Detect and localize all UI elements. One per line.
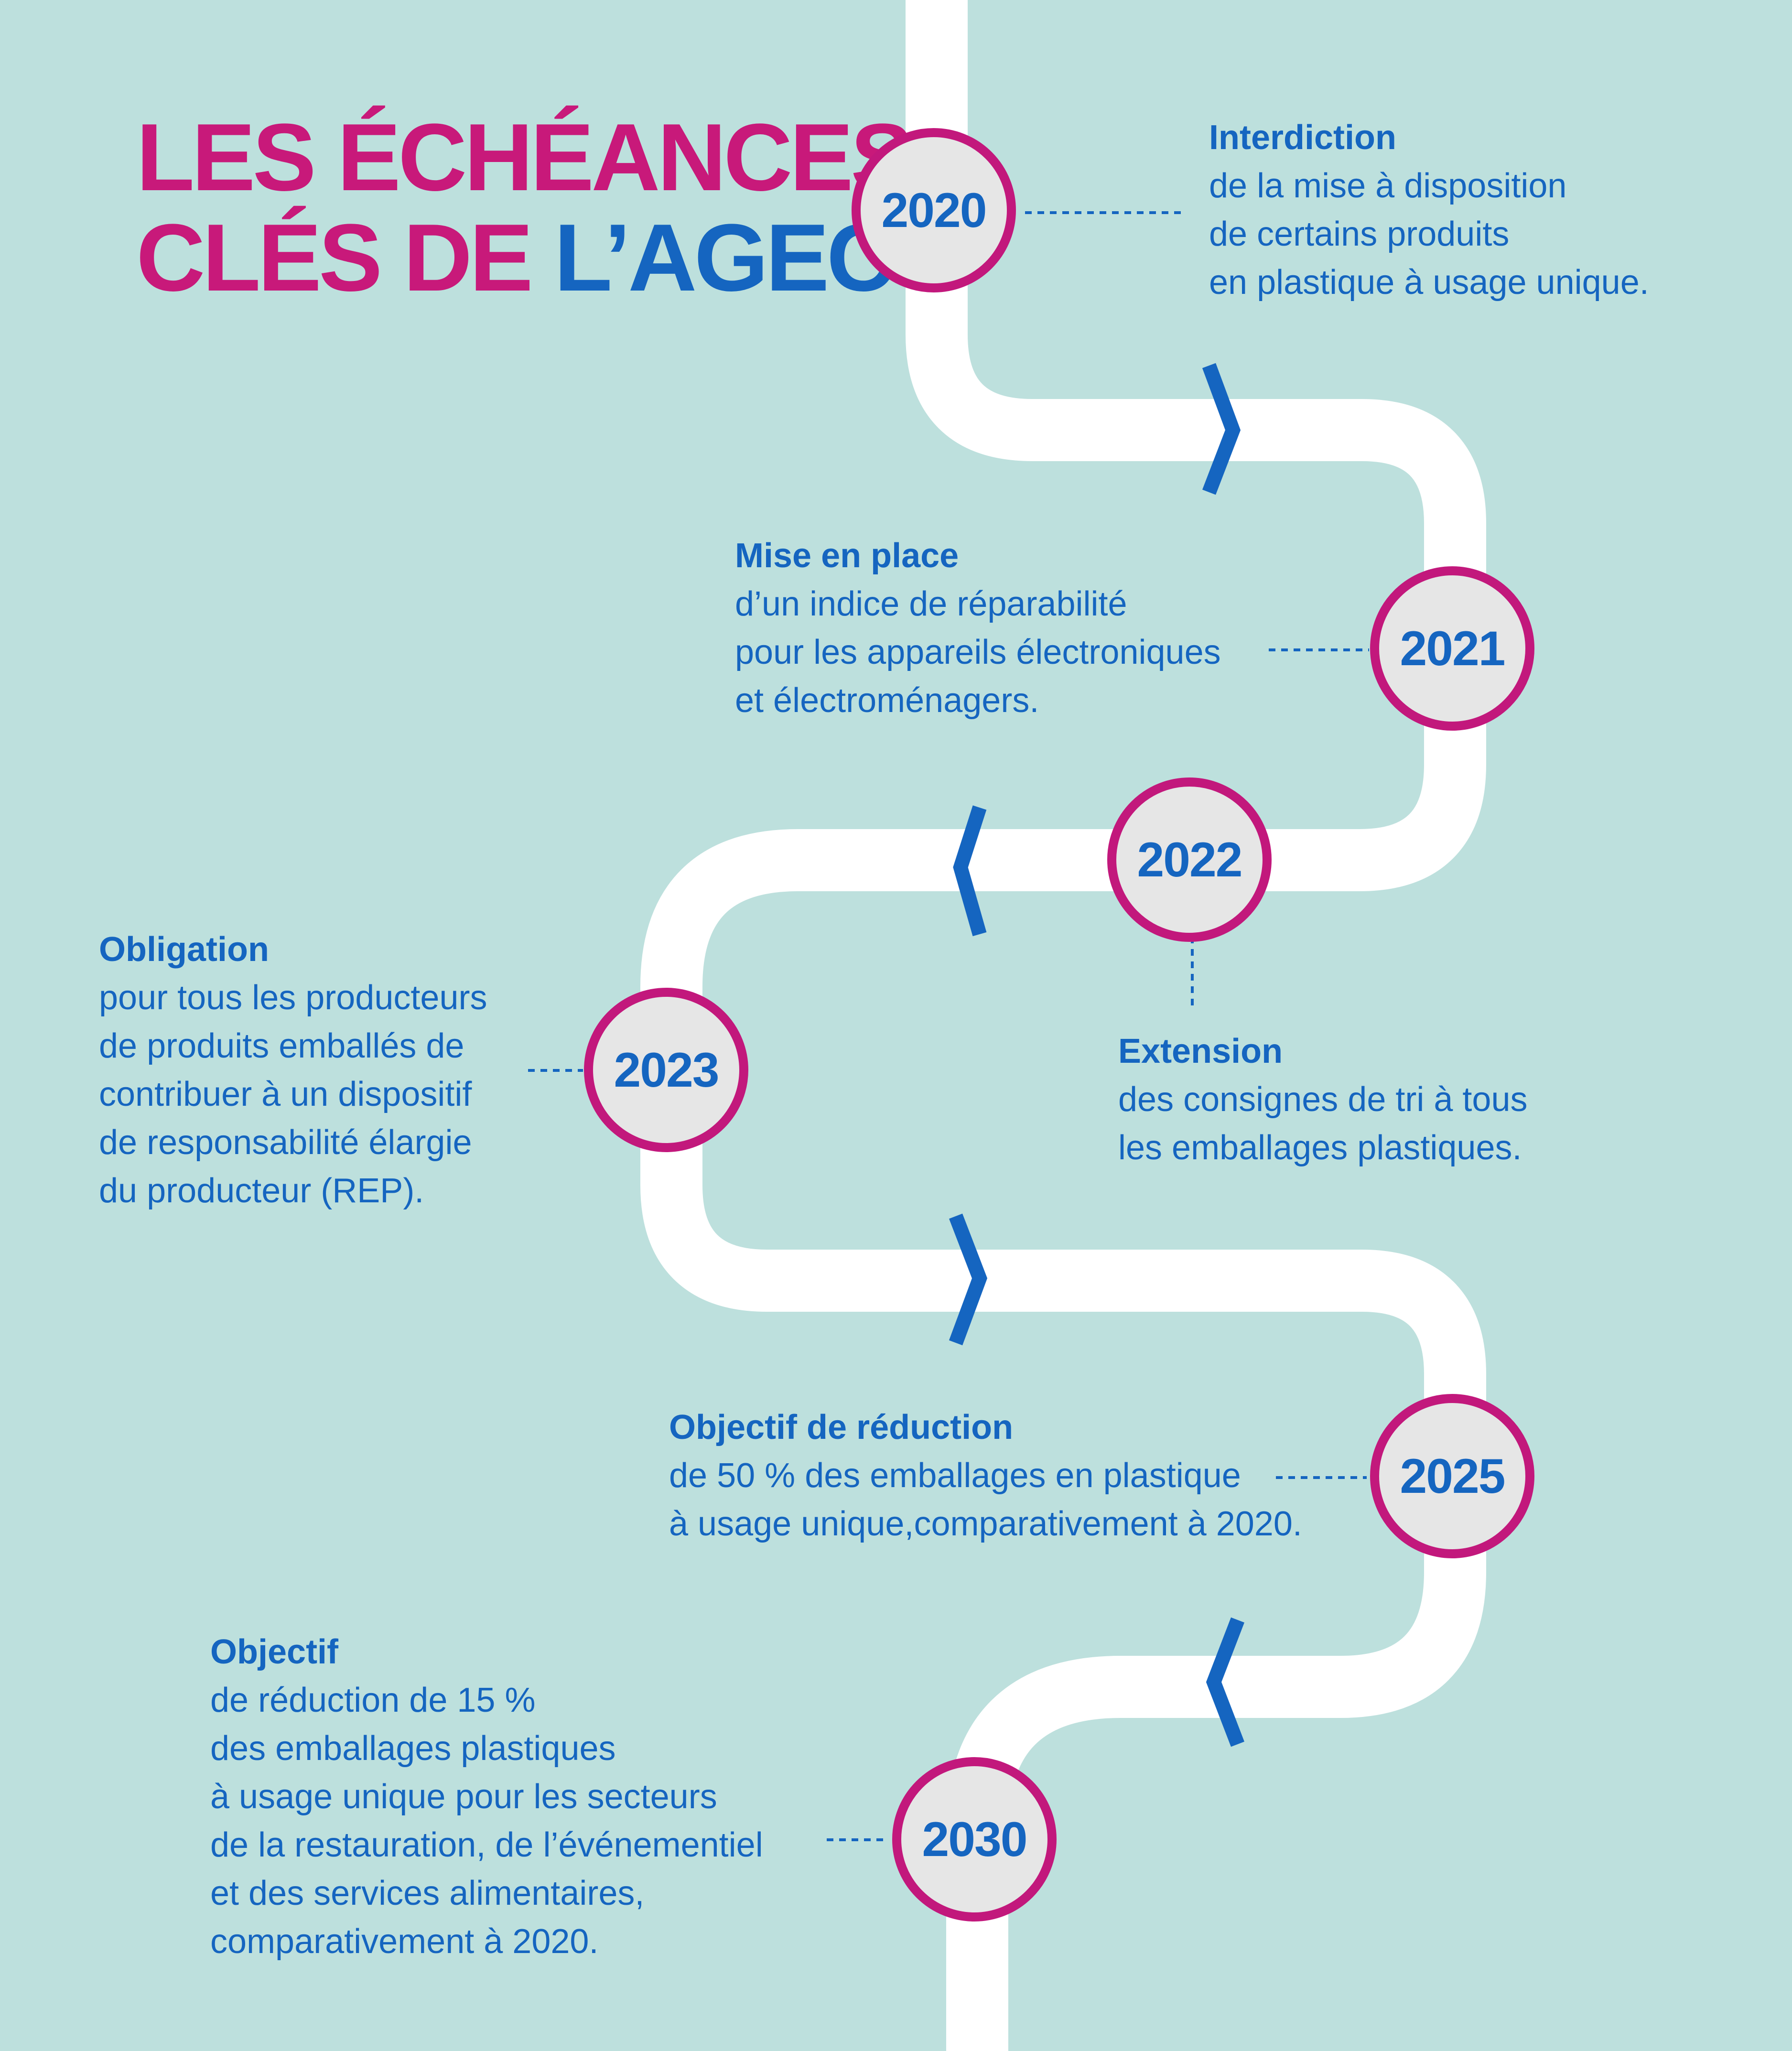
- event-heading: Objectif de réduction: [669, 1408, 1014, 1446]
- year-marker-2030: 2030: [892, 1757, 1057, 1921]
- year-marker-2025: 2025: [1370, 1394, 1534, 1558]
- chevron-left-icon: [1206, 1617, 1245, 1747]
- event-2022: Extension des consignes de tri à tous le…: [1118, 1027, 1528, 1172]
- chevron-left-icon: [953, 805, 987, 937]
- event-line: d’un indice de réparabilité: [735, 585, 1127, 623]
- title-line-2: CLÉS DE L’AGEC: [136, 208, 911, 308]
- year-marker-2022: 2022: [1107, 777, 1272, 942]
- event-heading: Interdiction: [1209, 119, 1396, 157]
- event-line: de la restauration, de l’événementiel: [210, 1826, 763, 1864]
- event-line: du producteur (REP).: [99, 1172, 424, 1210]
- event-line: pour les appareils électroniques: [735, 633, 1221, 671]
- event-line: à usage unique pour les secteurs: [210, 1778, 717, 1816]
- event-line: de réduction de 15 %: [210, 1681, 536, 1719]
- event-line: à usage unique,comparativement à 2020.: [669, 1505, 1302, 1543]
- event-2020: Interdiction de la mise à disposition de…: [1209, 114, 1649, 307]
- event-line: et électroménagers.: [735, 681, 1039, 720]
- event-line: pour tous les producteurs: [99, 979, 487, 1017]
- event-heading: Obligation: [99, 930, 269, 969]
- event-line: des consignes de tri à tous: [1118, 1080, 1528, 1119]
- event-2025: Objectif de réduction de 50 % des emball…: [669, 1403, 1302, 1548]
- event-heading: Mise en place: [735, 537, 959, 575]
- event-line: de la mise à disposition: [1209, 167, 1567, 205]
- title-line-1: LES ÉCHÉANCES: [136, 104, 914, 211]
- event-line: de responsabilité élargie: [99, 1123, 472, 1162]
- event-heading: Objectif: [210, 1633, 339, 1671]
- event-2030: Objectif de réduction de 15 % des emball…: [210, 1628, 763, 1966]
- year-marker-2021: 2021: [1370, 566, 1534, 731]
- event-line: les emballages plastiques.: [1118, 1129, 1522, 1167]
- year-marker-2023: 2023: [584, 988, 748, 1152]
- page-title: LES ÉCHÉANCES CLÉS DE L’AGEC: [136, 104, 914, 308]
- event-2023: Obligation pour tous les producteurs de …: [99, 926, 487, 1215]
- event-line: et des services alimentaires,: [210, 1874, 645, 1912]
- event-line: de certains produits: [1209, 215, 1510, 253]
- title-line-2-accent: L’AGEC: [554, 205, 896, 311]
- year-marker-2020: 2020: [852, 128, 1016, 292]
- event-line: de 50 % des emballages en plastique: [669, 1457, 1241, 1495]
- event-line: contribuer à un dispositif: [99, 1075, 472, 1113]
- road-path: [640, 0, 1486, 2051]
- title-line-2-prefix: CLÉS DE: [136, 205, 554, 311]
- event-heading: Extension: [1118, 1032, 1283, 1070]
- event-line: comparativement à 2020.: [210, 1922, 599, 1961]
- event-line: de produits emballés de: [99, 1027, 464, 1065]
- chevron-right-icon: [1202, 363, 1241, 495]
- event-line: en plastique à usage unique.: [1209, 263, 1649, 302]
- event-2021: Mise en place d’un indice de réparabilit…: [735, 532, 1221, 725]
- chevron-right-icon: [949, 1213, 988, 1346]
- event-line: des emballages plastiques: [210, 1729, 616, 1768]
